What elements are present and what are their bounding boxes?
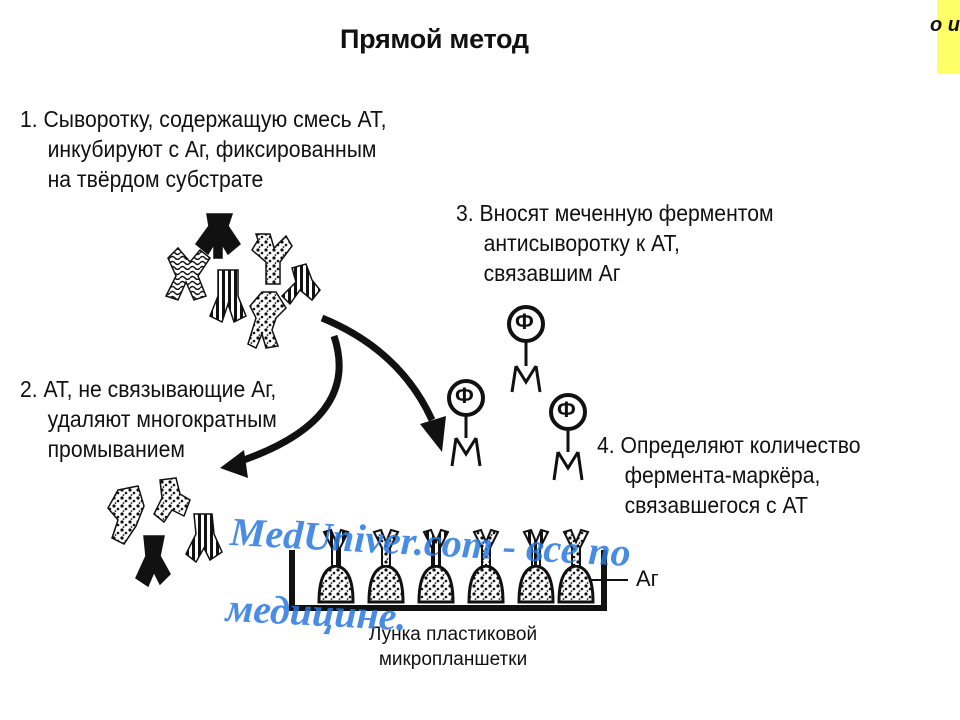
step-2-line-3: промыванием xyxy=(47,436,185,462)
enzyme-label: Ф xyxy=(515,309,534,334)
bound-antibody xyxy=(472,528,500,567)
labelled-antibody xyxy=(507,305,545,393)
antibody-shape xyxy=(251,233,293,285)
step-3-line-1: 3. Вносят меченную ферментом xyxy=(456,200,774,226)
step-1-line-3: на твёрдом субстрате xyxy=(47,166,264,192)
bound-antibody xyxy=(422,528,450,567)
antibody-mixture-group xyxy=(164,213,321,350)
labelled-antibodies-group xyxy=(447,305,587,481)
step-4-line-2: фермента-маркёра, xyxy=(624,462,821,488)
well-label-line-1: Лунка пластиковой xyxy=(368,624,538,645)
bound-antibody-row xyxy=(322,528,590,567)
arrowhead-icon xyxy=(420,416,446,452)
arrow-to-washed xyxy=(236,334,343,466)
antigen-label: Аг xyxy=(636,566,659,591)
corner-highlight xyxy=(937,0,960,74)
corner-text: о и xyxy=(930,14,960,36)
bound-antibody xyxy=(372,528,400,567)
step-1-line-2: инкубируют с Аг, фиксированным xyxy=(47,136,377,162)
bound-antibody xyxy=(522,528,550,567)
enzyme-label: Ф xyxy=(557,397,576,422)
step-2-text: 2. АТ, не связывающие Аг, удаляют многок… xyxy=(20,374,277,464)
antibody-shape xyxy=(209,269,247,324)
arrowhead-icon xyxy=(220,450,248,478)
step-4-line-1: 4. Определяют количество xyxy=(597,432,861,458)
well-label-line-2: микропланшетки xyxy=(378,649,528,670)
bound-antibody xyxy=(562,528,590,567)
antigen-row xyxy=(317,564,595,604)
enzyme-label: Ф xyxy=(455,383,474,408)
step-3-line-2: антисыворотку к АТ, xyxy=(483,230,680,256)
watermark-link[interactable]: MedUniver.com - все по медицине. xyxy=(224,508,632,640)
antibody-shape xyxy=(280,263,321,306)
step-1-text: 1. Сыворотку, содержащую смесь АТ, инкуб… xyxy=(20,104,386,194)
antibody-shape xyxy=(107,485,145,545)
well-group xyxy=(289,528,628,611)
antibody-shape xyxy=(164,246,212,301)
step-2-line-2: удаляют многократным xyxy=(47,406,277,432)
antibody-shape xyxy=(135,535,171,588)
step-1-line-1: 1. Сыворотку, содержащую смесь АТ, xyxy=(20,106,387,132)
labelled-antibody xyxy=(447,379,485,467)
labelled-antibody xyxy=(549,393,587,481)
diagram-title: Прямой метод xyxy=(340,24,529,54)
antibody-shape xyxy=(185,513,223,564)
step-4-line-3: связавшегося с АТ xyxy=(624,492,808,518)
well-label: Лунка пластиковой микропланшетки xyxy=(338,622,568,672)
bound-antibody xyxy=(322,528,350,567)
step-2-line-1: 2. АТ, не связывающие Аг, xyxy=(20,376,277,402)
step-3-text: 3. Вносят меченную ферментом антисыворот… xyxy=(456,198,774,288)
antibody-shape xyxy=(194,213,241,259)
step-3-line-3: связавшим Аг xyxy=(483,260,621,286)
antibody-shape xyxy=(153,477,191,524)
washed-antibodies-group xyxy=(107,477,223,588)
arrows-group xyxy=(220,314,446,478)
arrow-to-well xyxy=(320,314,436,422)
step-4-text: 4. Определяют количество фермента-маркёр… xyxy=(597,430,861,520)
antibody-shape xyxy=(247,291,287,350)
